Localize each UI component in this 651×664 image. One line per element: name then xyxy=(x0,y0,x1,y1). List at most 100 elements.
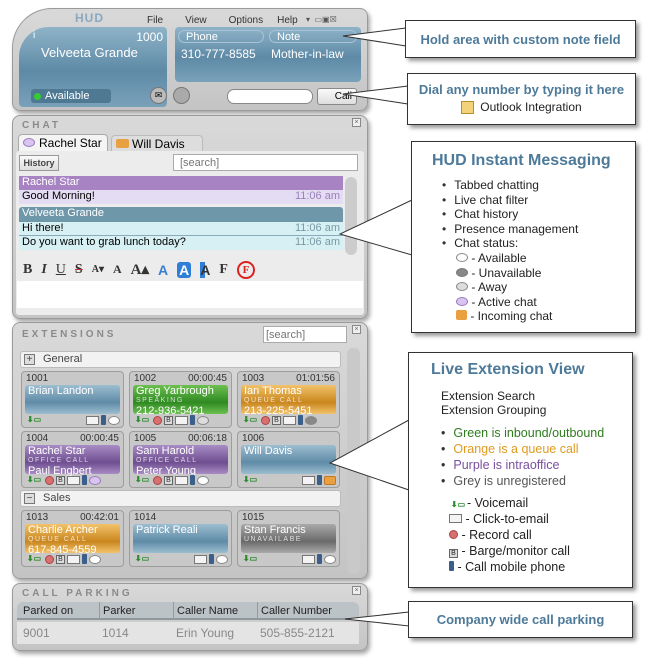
mobile-phone-icon[interactable] xyxy=(82,554,87,564)
extension-search-input[interactable] xyxy=(263,326,347,343)
voicemail-icon[interactable]: ⬇▭ xyxy=(242,475,258,484)
mobile-phone-icon[interactable] xyxy=(82,475,87,485)
tab-rachel-star[interactable]: Rachel Star xyxy=(18,134,108,151)
email-button[interactable]: ✉ xyxy=(150,87,167,104)
record-icon[interactable] xyxy=(153,475,162,485)
barge-icon[interactable]: B xyxy=(56,554,65,564)
italic-button[interactable]: I xyxy=(41,261,47,277)
expand-icon[interactable]: + xyxy=(24,354,35,365)
voicemail-icon[interactable]: ⬇▭ xyxy=(242,554,258,563)
status-selector[interactable]: Available xyxy=(31,89,111,103)
available-chat-icon[interactable] xyxy=(197,475,209,485)
close-extensions-icon[interactable]: × xyxy=(352,325,361,334)
text-color-button[interactable]: A xyxy=(158,261,169,278)
icon-legend: - Click-to-email xyxy=(465,512,549,526)
clear-format-button[interactable]: F xyxy=(236,260,255,279)
active-chat-icon xyxy=(456,296,468,306)
available-chat-icon[interactable] xyxy=(89,554,101,564)
voicemail-icon[interactable]: ⬇▭ xyxy=(134,554,150,563)
font-larger-button[interactable]: A▴ xyxy=(130,262,150,278)
font-button[interactable]: F xyxy=(219,261,228,277)
dial-input[interactable] xyxy=(227,89,313,104)
close-parking-icon[interactable]: × xyxy=(352,586,361,595)
mobile-phone-icon[interactable] xyxy=(101,415,106,425)
window-controls[interactable]: ▾ ▭▣☒ xyxy=(306,15,337,24)
record-icon[interactable] xyxy=(45,475,54,485)
email-icon[interactable] xyxy=(67,475,80,485)
chat-message-input[interactable] xyxy=(17,281,363,308)
col-parked-on[interactable]: Parked on xyxy=(23,605,74,617)
tile-actions: ⬇▭ xyxy=(241,474,336,486)
mobile-phone-icon[interactable] xyxy=(190,475,195,485)
tab-will-davis[interactable]: Will Davis xyxy=(111,135,203,151)
available-chat-icon[interactable] xyxy=(108,415,120,425)
strike-button[interactable]: S xyxy=(74,261,83,277)
away-chat-icon[interactable] xyxy=(197,415,209,425)
menu-file[interactable]: File xyxy=(147,15,164,26)
barge-icon[interactable]: B xyxy=(56,475,65,485)
record-icon[interactable] xyxy=(153,415,162,425)
voicemail-icon[interactable]: ⬇▭ xyxy=(26,554,42,563)
underline-button[interactable]: U xyxy=(55,261,66,277)
group-sales[interactable]: −Sales xyxy=(20,490,341,507)
group-general[interactable]: +General xyxy=(20,351,341,368)
bold-button[interactable]: B xyxy=(23,261,33,277)
mobile-phone-icon[interactable] xyxy=(298,415,303,425)
email-icon[interactable] xyxy=(283,415,296,425)
mobile-phone-icon[interactable] xyxy=(317,475,322,485)
voicemail-icon[interactable]: ⬇▭ xyxy=(134,415,150,424)
col-caller-number[interactable]: Caller Number xyxy=(257,602,332,620)
col-parker[interactable]: Parker xyxy=(99,602,135,620)
close-chat-icon[interactable]: × xyxy=(352,118,361,127)
voicemail-icon[interactable]: ⬇▭ xyxy=(26,475,42,484)
font-smaller-button[interactable]: A▾ xyxy=(91,264,104,275)
mobile-phone-icon[interactable] xyxy=(317,554,322,564)
hold-note[interactable]: Mother-in-law xyxy=(271,47,344,61)
email-icon[interactable] xyxy=(86,415,99,425)
barge-icon[interactable]: B xyxy=(164,475,173,485)
mobile-phone-icon[interactable] xyxy=(190,415,195,425)
email-icon[interactable] xyxy=(302,475,315,485)
email-icon[interactable] xyxy=(302,554,315,564)
menu-options[interactable]: Options xyxy=(228,15,264,26)
highlight-half-button[interactable]: A xyxy=(200,261,211,278)
active-chat-icon[interactable] xyxy=(89,475,101,485)
voicemail-icon[interactable]: ⬇▭ xyxy=(242,415,258,424)
voicemail-icon[interactable]: ⬇▭ xyxy=(134,475,150,484)
menu-view[interactable]: View xyxy=(185,15,207,26)
record-icon[interactable] xyxy=(45,554,54,564)
email-icon[interactable] xyxy=(67,554,80,564)
font-normal-button[interactable]: A xyxy=(112,262,122,276)
record-button[interactable] xyxy=(173,87,190,104)
record-icon[interactable] xyxy=(261,415,270,425)
email-icon[interactable] xyxy=(175,475,188,485)
menu-help[interactable]: Help xyxy=(277,15,298,26)
info-icon[interactable]: i xyxy=(33,30,36,41)
unavailable-chat-icon[interactable] xyxy=(305,415,317,425)
collapse-icon[interactable]: − xyxy=(24,493,35,504)
history-button[interactable]: History xyxy=(19,155,59,171)
mobile-phone-icon[interactable] xyxy=(209,554,214,564)
highlight-button[interactable]: A xyxy=(177,261,192,278)
barge-icon[interactable]: B xyxy=(272,415,281,425)
parking-row[interactable]: 9001 1014 Erin Young 505-855-2121 xyxy=(17,622,359,644)
available-chat-icon[interactable] xyxy=(324,554,336,564)
email-icon[interactable] xyxy=(194,554,207,564)
email-icon[interactable] xyxy=(175,415,188,425)
chat-search-input[interactable] xyxy=(173,154,358,171)
voicemail-icon[interactable]: ⬇▭ xyxy=(26,415,42,424)
available-chat-icon[interactable] xyxy=(216,554,228,564)
barge-icon[interactable]: B xyxy=(164,415,173,425)
call-status: QUEUE CALL xyxy=(244,397,304,404)
col-caller-name[interactable]: Caller Name xyxy=(173,602,238,620)
incoming-chat-icon[interactable] xyxy=(324,475,336,485)
